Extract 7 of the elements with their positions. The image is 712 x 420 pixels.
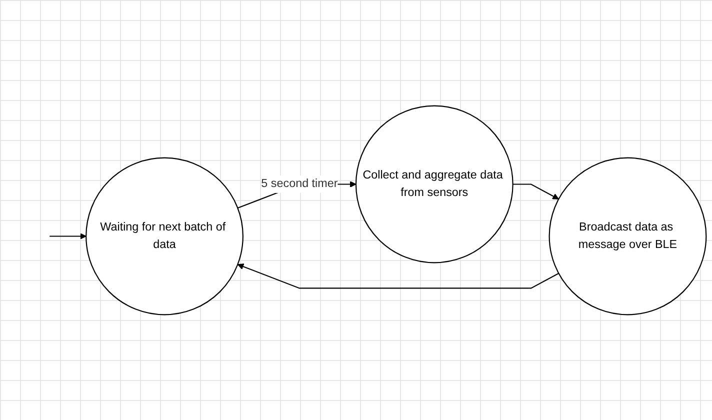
arrow [237, 263, 559, 289]
node-circle: Broadcast data as message over BLE [548, 157, 707, 315]
node-circle: Collect and aggregate data from sensors [355, 105, 514, 263]
arrow [512, 183, 559, 200]
node-circle: Waiting for next batch of data [86, 157, 244, 315]
edge-label: 5 second timer [261, 177, 338, 190]
arrow [50, 232, 86, 240]
